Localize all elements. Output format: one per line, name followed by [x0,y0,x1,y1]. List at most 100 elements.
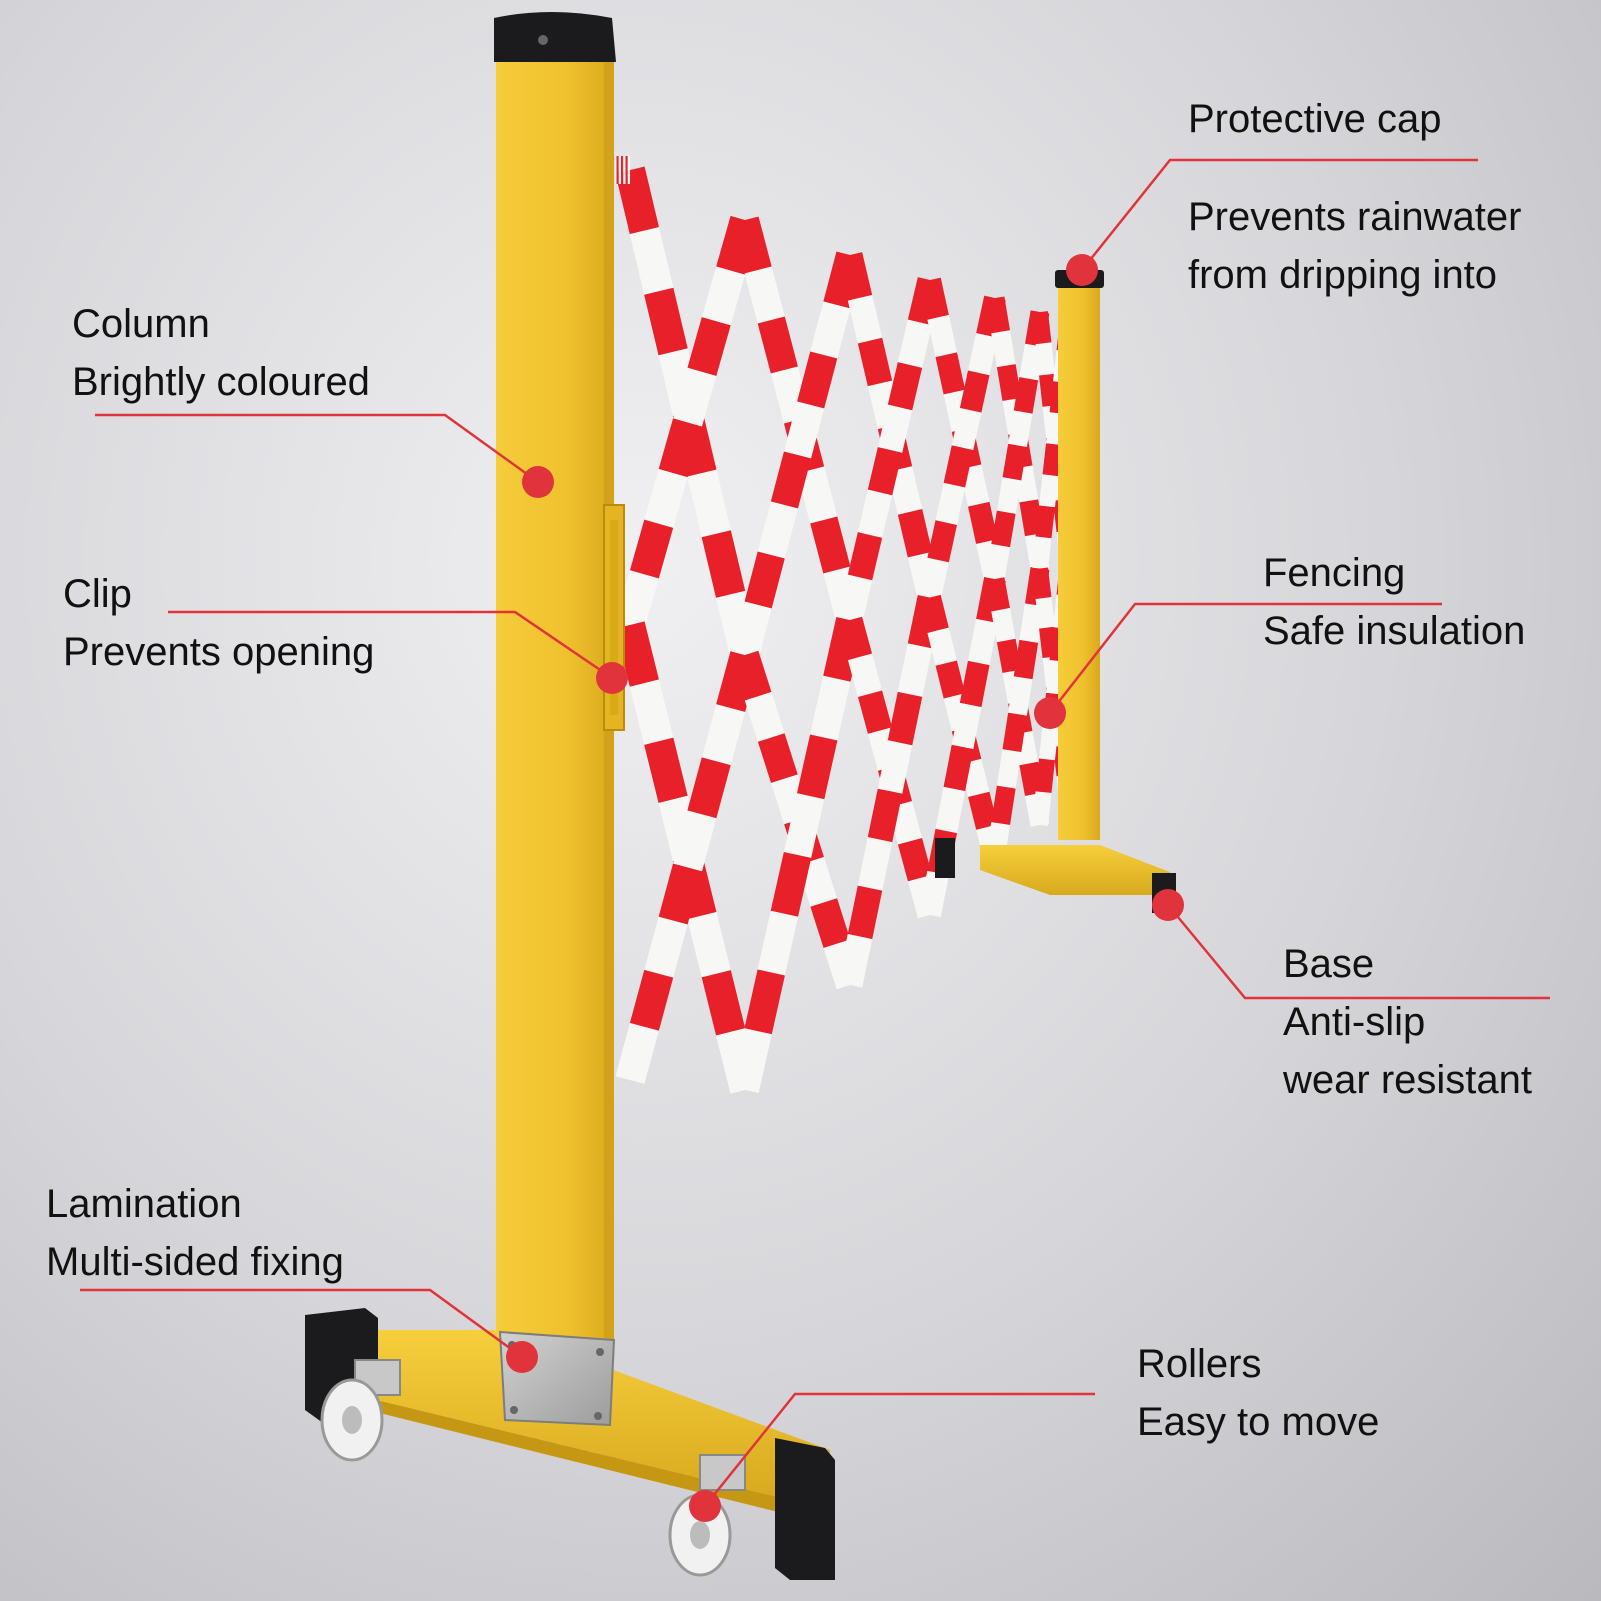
fence-bar-segment [1046,412,1066,446]
fence-bar-segment [1013,731,1039,766]
clip-text: Prevents opening [63,630,375,674]
fence-bar-segment [943,744,974,792]
column-title: Column [72,302,210,346]
base-callout: Base Anti-slip wear resistant [1283,935,1532,1109]
fence-bar-segment [644,469,688,528]
fence-bar-segment [927,315,957,358]
fence-bar-segment [770,451,812,509]
fence-bar-segment [1019,343,1044,381]
fence-bar-segment [615,166,659,235]
fence-bar-segment [810,516,851,574]
fence-bar-segment [919,594,949,633]
callout-dot-icon [596,662,628,694]
fence-bar-segment [629,679,674,745]
fence-bar-segment [701,704,746,766]
callout-dot-icon [506,1341,538,1373]
fence-bar-segment [644,287,688,356]
fence-bar-segment [943,445,974,488]
fence-bar-segment [658,418,702,478]
fence-bar-segment [935,352,966,395]
fence-bar-segment [847,653,883,698]
callout-lines [80,158,1550,1507]
fence-bar-segment [1002,443,1027,481]
fence-bar-segment [967,618,998,666]
main-column [494,12,625,1427]
protective-cap-title: Protective cap [1188,97,1442,141]
fence-bar-segment [810,675,851,741]
fence-bar-segment [935,660,966,699]
rollers-callout: Rollers Easy to move [1137,1335,1379,1451]
fence-bar-segment [847,294,883,344]
fencing-callout: Fencing Safe insulation [1263,544,1525,660]
callout-dots [506,254,1184,1522]
clip-callout: Clip Prevents opening [63,565,374,681]
fence-bar-segment [897,837,933,882]
protective-cap-text-1: Prevents rainwater [1188,195,1522,239]
rollers-title: Rollers [1137,1342,1262,1386]
fence-bar-segment [615,621,659,687]
fence-bar-segment [744,969,785,1035]
fence-bar-segment [887,691,923,746]
fence-bar-segment [673,810,717,872]
lamination-text: Multi-sided fixing [46,1240,344,1284]
fence-bar-segment [857,337,893,387]
fence-bar-segment [837,574,873,623]
fence-bar-segment [968,791,998,830]
fence-bar-segment [919,870,949,918]
fence-bar-segment [629,227,674,295]
fence-bar-segment [658,863,702,925]
fence-bar-segment [1013,377,1039,414]
rubber-end-cap-icon [775,1438,835,1580]
protective-cap-callout: Protective cap Prevents rainwater from d… [1188,90,1521,304]
fence-bar-segment [1019,499,1044,537]
fence-bar-segment [757,910,799,976]
fence-bar-segment [857,690,893,734]
callout-dot-icon [689,1490,721,1522]
protective-cap-text-2: from dripping into [1188,253,1498,297]
fence-bar-segment [687,912,731,978]
fence-bar-segment [797,351,838,409]
callout-dot-icon [1152,889,1184,921]
fence-bar-segment [810,898,851,948]
fence-bar-segment [644,737,688,803]
fence-bar-segment [837,934,873,988]
fence-bar-segment [991,510,1016,548]
fence-bar-segment [810,301,851,359]
fence-bar-segment [877,740,913,794]
fence-bar-segment [731,1028,772,1094]
fence-bar-segment [1013,465,1039,503]
fence-bar-segment [1042,443,1062,477]
fence-bar-segment [1046,660,1066,695]
base-text-1: Anti-slip [1283,1000,1426,1044]
fence-bar-segment [935,786,966,834]
fence-bar-segment [1008,676,1033,716]
fence-bar-segment [857,489,893,538]
fence-bar-segment [991,330,1016,368]
fence-bar-segment [996,364,1022,401]
fencing-title: Fencing [1263,551,1406,595]
fence-bar-segment [927,520,957,563]
callout-dot-icon [1066,254,1098,286]
fencing-text: Safe insulation [1263,609,1526,653]
fence-bar-segment [1039,725,1059,761]
fence-bar-segment [959,370,990,413]
fence-bar-segment [996,477,1022,514]
far-post [935,270,1176,913]
fencing-bars [612,156,1076,1094]
fence-bar-segment [1035,505,1055,539]
fence-bar-segment [701,970,746,1036]
fence-bar-segment [744,692,785,742]
fence-bar-segment [687,469,731,538]
fence-bar-segment [629,519,674,579]
fence-bar-segment [1013,639,1039,680]
fence-bar-segment [701,266,746,326]
fence-bar-segment [877,404,913,453]
clip-title: Clip [63,572,132,616]
fence-bar-segment [897,643,933,697]
fence-bar-segment [744,551,785,609]
fence-bar-segment [1039,474,1059,508]
fence-bar-segment [797,857,838,907]
fence-bar-segment [770,851,812,917]
fence-bar-segment [919,557,949,600]
